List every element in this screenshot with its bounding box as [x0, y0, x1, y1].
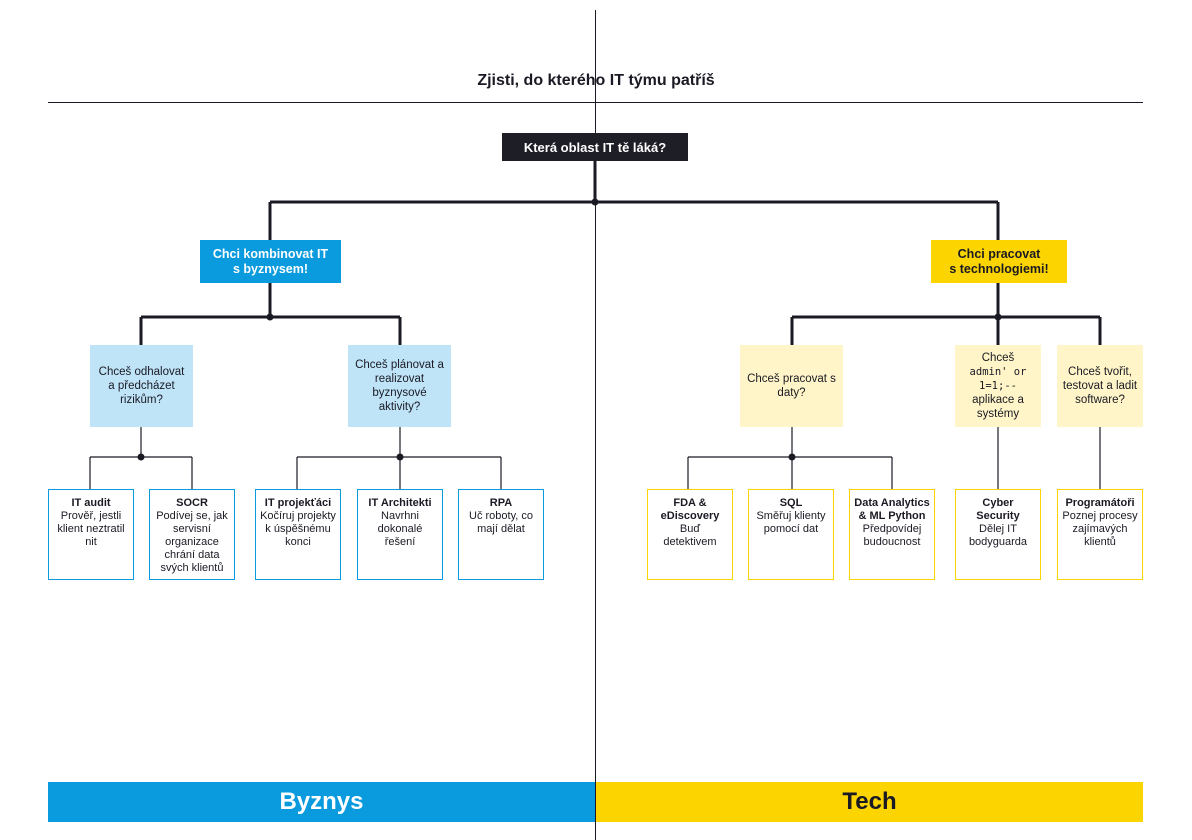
- branch-business-line2: s byznysem!: [232, 261, 308, 276]
- branch-tech-line1: Chci pracovat: [957, 246, 1041, 261]
- title-rule: [48, 102, 1143, 103]
- root-question: Která oblast IT tě láká?: [502, 133, 688, 161]
- leaf-programatori: Programátoři Poznej procesy zajímavých k…: [1057, 489, 1143, 580]
- leaf-desc: Předpovídej budoucnost: [862, 523, 922, 548]
- leaf-title: Cyber Security: [976, 497, 1020, 522]
- leaf-desc: Buď detektivem: [663, 523, 717, 548]
- leaf-title: Data Analytics & ML Python: [854, 497, 930, 522]
- leaf-it-audit: IT audit Prověř, jestli klient neztratil…: [48, 489, 134, 580]
- leaf-rpa: RPA Uč roboty, co mají dělat: [458, 489, 544, 580]
- question-systems-line1: Chceš: [981, 352, 1015, 364]
- leaf-sql: SQL Směřuj klienty pomocí dat: [748, 489, 834, 580]
- leaf-title: IT Architekti: [368, 497, 432, 509]
- leaf-desc: Prověř, jestli klient neztratil nit: [57, 510, 125, 548]
- leaf-data-analytics: Data Analytics & ML Python Předpovídej b…: [849, 489, 935, 580]
- question-systems-code: admin' or 1=1;--: [969, 366, 1027, 392]
- leaf-title: IT audit: [71, 497, 111, 509]
- leaf-it-architekti: IT Architekti Navrhni dokonalé řešení: [357, 489, 443, 580]
- leaf-desc: Směřuj klienty pomocí dat: [756, 510, 826, 535]
- leaf-title: SQL: [779, 497, 803, 509]
- leaf-desc: Dělej IT bodyguarda: [968, 523, 1028, 548]
- question-systems-line2: aplikace a systémy: [972, 394, 1024, 420]
- branch-business-line1: Chci kombinovat IT: [212, 246, 329, 261]
- question-risks: Chceš odhalovat a předcházet rizikům?: [90, 345, 193, 427]
- question-business-activities: Chceš plánovat a realizovat byznysové ak…: [348, 345, 451, 427]
- leaf-title: RPA: [489, 497, 513, 509]
- leaf-desc: Navrhni dokonalé řešení: [377, 510, 423, 548]
- leaf-desc: Poznej procesy zajímavých klientů: [1062, 510, 1138, 548]
- leaf-title: SOCR: [176, 497, 208, 509]
- footer-business-label: Byznys: [279, 788, 364, 815]
- question-data: Chceš pracovat s daty?: [740, 345, 843, 427]
- center-divider: [595, 10, 596, 840]
- leaf-title: FDA & eDiscovery: [660, 497, 720, 522]
- leaf-desc: Podívej se, jak servisní organizace chrá…: [156, 510, 228, 574]
- leaf-cyber-security: Cyber Security Dělej IT bodyguarda: [955, 489, 1041, 580]
- branch-business: Chci kombinovat IT s byznysem!: [200, 240, 341, 283]
- question-software-text: Chceš tvořit, testovat a ladit software?: [1062, 366, 1138, 406]
- leaf-title: IT projekťáci: [264, 497, 332, 509]
- leaf-it-projektaci: IT projekťáci Kočíruj projekty k úspěšné…: [255, 489, 341, 580]
- branch-tech-line2: s technologiemi!: [949, 261, 1049, 276]
- footer-business-band: Byznys: [48, 782, 595, 822]
- question-software: Chceš tvořit, testovat a ladit software?: [1057, 345, 1143, 427]
- question-business-activities-text: Chceš plánovat a realizovat byznysové ak…: [355, 359, 444, 413]
- leaf-fda-ediscovery: FDA & eDiscovery Buď detektivem: [647, 489, 733, 580]
- branch-tech: Chci pracovat s technologiemi!: [931, 240, 1067, 283]
- question-systems: Chceš admin' or 1=1;-- aplikace a systém…: [955, 345, 1041, 427]
- leaf-title: Programátoři: [1065, 497, 1135, 509]
- leaf-socr: SOCR Podívej se, jak servisní organizace…: [149, 489, 235, 580]
- footer-tech-label: Tech: [842, 788, 897, 815]
- question-risks-text: Chceš odhalovat a předcházet rizikům?: [98, 366, 185, 406]
- question-data-text: Chceš pracovat s daty?: [747, 373, 836, 399]
- page-title: Zjisti, do kterého IT týmu patříš: [477, 72, 715, 89]
- leaf-desc: Uč roboty, co mají dělat: [469, 510, 533, 535]
- footer-tech-band: Tech: [596, 782, 1143, 822]
- leaf-desc: Kočíruj projekty k úspěšnému konci: [260, 510, 336, 548]
